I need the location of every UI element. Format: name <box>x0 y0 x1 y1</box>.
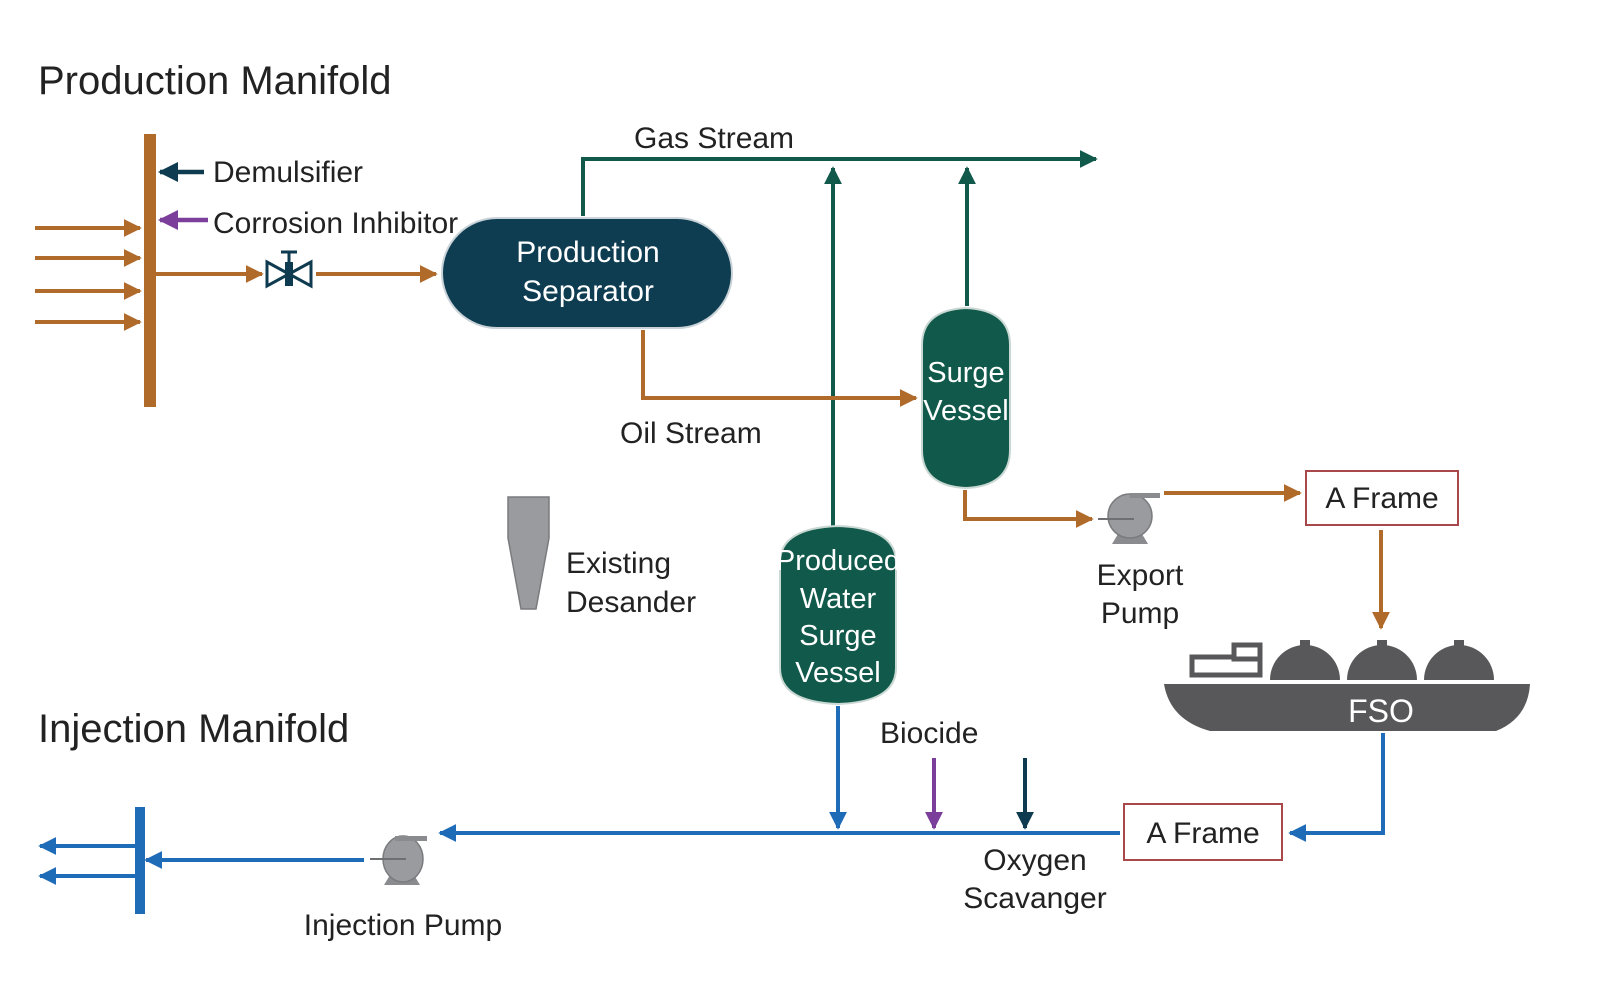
injection-manifold <box>38 807 145 914</box>
oxygen-scavenger-label-1: Oxygen <box>983 844 1086 877</box>
production-manifold-title: Production Manifold <box>38 59 392 103</box>
desander-label-1: Existing <box>566 547 671 580</box>
oil-stream-label: Oil Stream <box>620 417 762 450</box>
production-separator-label-1: Production <box>516 236 659 269</box>
surge-to-export-pump-line <box>963 490 1094 528</box>
export-pump-label-2: Pump <box>1101 597 1179 630</box>
gas-stream-line <box>581 150 1098 216</box>
pw-surge-vessel-label-4: Vessel <box>795 657 880 689</box>
corrosion-inhibitor-label: Corrosion Inhibitor <box>213 207 458 240</box>
a-frame-top[interactable]: A Frame <box>1305 470 1459 526</box>
gas-stream: Gas Stream <box>581 122 1098 527</box>
fso-to-a-frame-line <box>1288 733 1385 842</box>
pw-surge-vessel-label-3: Surge <box>799 620 876 652</box>
production-manifold <box>35 134 156 407</box>
oil-stream-line <box>641 330 918 407</box>
export-pump-label-1: Export <box>1097 559 1184 592</box>
export-pump-icon[interactable] <box>1098 493 1160 544</box>
pw-surge-vessel-label-2: Water <box>800 583 877 615</box>
injection-manifold-title: Injection Manifold <box>38 707 349 751</box>
fso-label: FSO <box>1348 693 1414 729</box>
pw-surge-vessel-label-1: Produced <box>776 545 900 577</box>
control-valve-icon[interactable] <box>265 250 313 289</box>
produced-water-surge-vessel[interactable]: Produced Water Surge Vessel <box>776 524 900 706</box>
production-separator[interactable]: Production Separator <box>441 217 733 329</box>
gas-stream-label: Gas Stream <box>634 122 794 155</box>
injection-pump-label: Injection Pump <box>304 909 502 942</box>
demulsifier-label: Demulsifier <box>213 156 363 189</box>
surge-vessel[interactable]: Surge Vessel <box>921 306 1011 490</box>
existing-desander-icon[interactable] <box>507 496 550 610</box>
surge-vessel-label-2: Vessel <box>923 395 1008 427</box>
demulsifier-injection: Demulsifier <box>157 156 363 189</box>
a-frame-top-label: A Frame <box>1325 482 1438 515</box>
oil-stream: Oil Stream <box>620 330 918 450</box>
biocide-label: Biocide <box>880 717 978 750</box>
oxygen-scavenger-injection: Oxygen Scavanger <box>963 758 1107 915</box>
oxygen-scavenger-label-2: Scavanger <box>963 882 1106 915</box>
a-frame-bottom[interactable]: A Frame <box>1123 803 1283 861</box>
injection-pump-icon[interactable] <box>370 835 427 885</box>
desander-label-2: Desander <box>566 586 696 619</box>
corrosion-inhibitor-injection: Corrosion Inhibitor <box>157 207 458 240</box>
production-separator-label-2: Separator <box>522 275 654 308</box>
surge-vessel-label-1: Surge <box>927 357 1004 389</box>
a-frame-bottom-label: A Frame <box>1146 817 1259 850</box>
fso-vessel-icon[interactable]: FSO <box>1164 640 1530 731</box>
biocide-injection: Biocide <box>880 717 978 830</box>
